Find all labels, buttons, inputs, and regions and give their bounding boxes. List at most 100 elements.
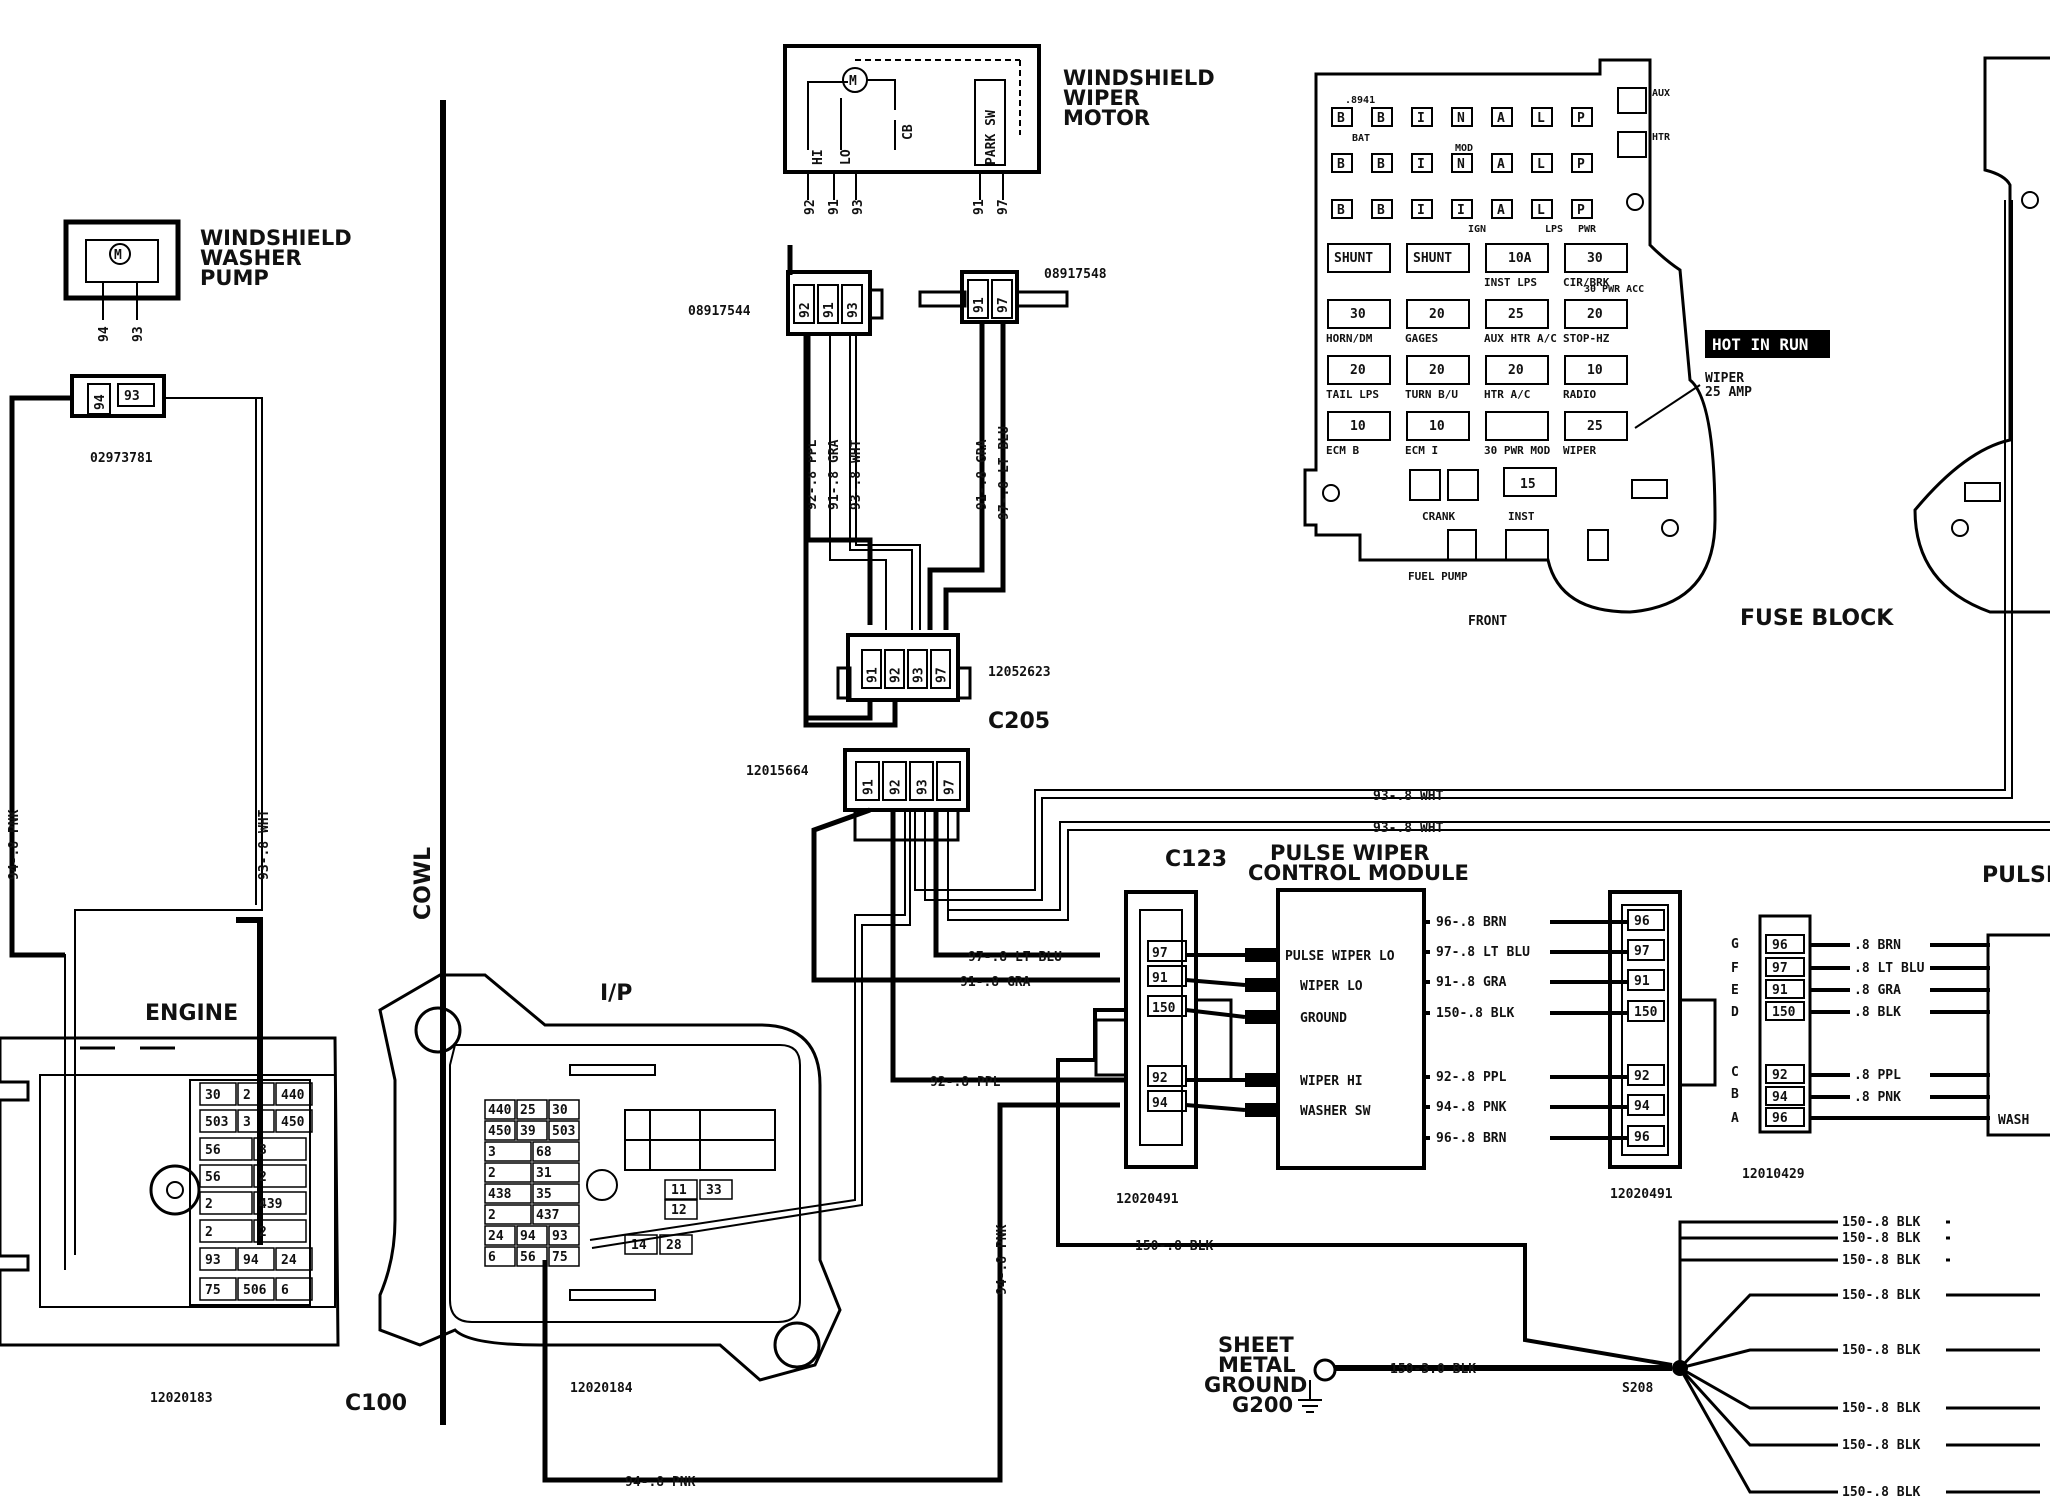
svg-text:91: 91 (972, 199, 987, 215)
c08917544-cavity (793, 284, 815, 324)
c12052623-cavity (907, 649, 928, 689)
fuse-amp: 20 (1429, 363, 1445, 378)
c12015664-cavity (882, 761, 907, 801)
ip-cavity-label: 25 (520, 1103, 536, 1118)
ip-cavity-label: 94 (520, 1229, 536, 1244)
fuse (1564, 411, 1628, 441)
ip-small-cavity-label: 11 (671, 1183, 687, 1198)
c08917548-cavity (967, 279, 989, 319)
module-wire-label-1: 97-.8 LT BLU (1436, 945, 1530, 960)
wire-92-ppl-h-label: 92-.8 PPL (930, 1075, 1001, 1090)
fuse-terminal (1531, 199, 1553, 219)
ip-cavity-label: 93 (552, 1229, 568, 1244)
c429-letter-B: B (1731, 1087, 1739, 1102)
ground-wire-label-3: 150-.8 BLK (1842, 1288, 1920, 1303)
c12052623-pin-91: 91 (866, 667, 881, 683)
c12052623-pin-97: 97 (935, 667, 950, 683)
ip-cavity-label: 503 (552, 1124, 575, 1139)
hot-in-run-text: HOT IN RUN (1712, 335, 1808, 354)
ip-small-cavity (664, 1179, 698, 1200)
c100-cavity (275, 1277, 313, 1301)
motor-term-cb: CB (901, 124, 916, 140)
wash-right-label: WASH (1998, 1113, 2029, 1128)
wire-92-ppl-label: 92-.8 PPL (805, 439, 820, 510)
motor-term-park-sw: PARK SW (984, 110, 999, 165)
c100-cavity-label: 440 (281, 1088, 305, 1103)
fuse (1485, 411, 1549, 441)
ip-cavity (484, 1099, 516, 1120)
wire (1185, 978, 1246, 987)
fuse-name: TAIL LPS (1326, 388, 1379, 401)
ground-wire-label-7: 150-.8 BLK (1842, 1485, 1920, 1500)
c12015664-cavity (909, 761, 934, 801)
wiper-motor: M HI LO CB PARK SW WINDSHIELD WIPER MOTO… (783, 44, 1215, 215)
ip-small-cavity (664, 1199, 698, 1220)
fuse (1564, 299, 1628, 329)
svg-text:97: 97 (996, 199, 1011, 215)
ip-cavity-label: 438 (488, 1187, 512, 1202)
c429-pin-91: 91 (1772, 983, 1788, 998)
fuse-terminal-label: B (1377, 203, 1385, 218)
fuse-crank: CRANK (1422, 510, 1455, 523)
c123-cavity (1147, 1090, 1187, 1112)
module-pin-0: PULSE WIPER LO (1285, 949, 1395, 964)
svg-text:HTR: HTR (1652, 132, 1671, 143)
label-bg (1430, 972, 1550, 988)
c100-cavity-label: 2 (243, 1088, 251, 1103)
wiper-motor-title-2: WIPER (1063, 86, 1140, 110)
fuse-terminal (1451, 107, 1473, 127)
c100-cavity-label: 75 (205, 1283, 221, 1298)
c100-cavity-label: 2 (259, 1170, 267, 1185)
fuse (1327, 299, 1391, 329)
c123-pin-92: 92 (1152, 1071, 1168, 1086)
ip-cavity (516, 1120, 548, 1141)
ip-cavity-label: 30 (552, 1103, 568, 1118)
fuse-name: WIPER (1563, 444, 1596, 457)
cr-pin-91: 91 (1634, 974, 1650, 989)
wiper-callout-1: WIPER (1705, 371, 1744, 386)
c429-letter-E: E (1731, 983, 1739, 998)
fuse-terminal-label: A (1497, 203, 1505, 218)
right-wire-label-2: .8 GRA (1854, 983, 1901, 998)
fuse-name: HORN/DM (1326, 332, 1373, 345)
right-wire-label-5: .8 PNK (1854, 1090, 1901, 1105)
fuse-amp: 10 (1350, 419, 1366, 434)
fuse-ign: IGN (1468, 224, 1486, 235)
ip-cavity-label: 35 (536, 1187, 552, 1202)
fuse (1485, 355, 1549, 385)
ip-small-cavity-label: 28 (666, 1238, 682, 1253)
c429-pin-150: 150 (1772, 1005, 1796, 1020)
wire-150-blk-h-label: 150-.8 BLK (1135, 1239, 1213, 1254)
label-bg (1430, 1067, 1550, 1083)
c123-cavity (1147, 965, 1187, 987)
fuse-terminal (1411, 199, 1433, 219)
wire-97-ltblu-label: 97-.8 LT BLU (997, 426, 1012, 520)
ip-cavity (516, 1246, 548, 1267)
fuse-amp: 20 (1587, 307, 1603, 322)
svg-text:AUX: AUX (1652, 88, 1670, 99)
c08917548-cavity (991, 279, 1013, 319)
fuse (1564, 355, 1628, 385)
c123-pin-150: 150 (1152, 1001, 1176, 1016)
c429-pin-97: 97 (1772, 961, 1788, 976)
label-bg (1850, 936, 1930, 951)
ip-label: I/P (600, 981, 632, 1006)
c123-pin-97: 97 (1152, 946, 1168, 961)
connector-12010429-part: 12010429 (1742, 1167, 1805, 1182)
ground-wire-label-2: 150-.8 BLK (1842, 1253, 1920, 1268)
c12052623-cavity (930, 649, 951, 689)
ip-small-cavity (624, 1234, 658, 1255)
c12015664-pin-93: 93 (916, 779, 931, 795)
fuse-amp: 20 (1508, 363, 1524, 378)
label-bg (1850, 1088, 1930, 1103)
label-bg (1430, 942, 1550, 958)
label-bg (1430, 1097, 1550, 1113)
ip-small-cavity-label: 12 (671, 1203, 687, 1218)
fuse-inst-amp: 15 (1520, 477, 1536, 492)
wire-94-pnk-v-label: 94-.8 PNK (995, 1224, 1010, 1295)
c123-name: C123 (1165, 847, 1227, 872)
